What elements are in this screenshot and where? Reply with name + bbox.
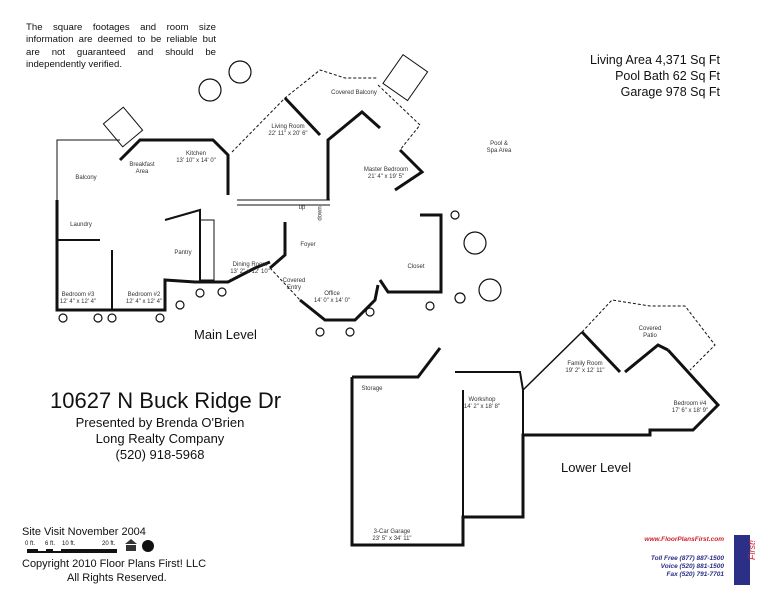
floor-plans-first-logo: First! bbox=[734, 535, 757, 585]
lower-level-title: Lower Level bbox=[561, 460, 632, 475]
family-room-wall bbox=[580, 330, 622, 374]
tree-icon bbox=[463, 231, 487, 255]
pool-bath-area: Pool Bath 62 Sq Ft bbox=[615, 69, 720, 83]
room-label: Breakfast Area bbox=[129, 162, 155, 175]
room-label: Covered Entry bbox=[282, 278, 306, 291]
room-label: Balcony bbox=[75, 175, 97, 181]
brand-voice: Voice (520) 881-1500 bbox=[660, 563, 724, 570]
scale-0: 0 ft. bbox=[25, 541, 36, 547]
patio-dashed bbox=[581, 299, 716, 371]
lower-north-walls bbox=[352, 347, 442, 379]
accessibility-icon bbox=[142, 540, 154, 552]
svg-text:First!: First! bbox=[747, 540, 757, 560]
bedroom4-walls bbox=[624, 343, 669, 374]
scale-bar bbox=[27, 549, 117, 553]
balcony-dashed bbox=[377, 84, 421, 151]
scale-6: 6 ft. bbox=[45, 541, 56, 547]
pantry-walls bbox=[164, 208, 201, 282]
living-room-dashed bbox=[231, 69, 378, 153]
living-area: Living Area 4,371 Sq Ft bbox=[590, 53, 720, 67]
office-walls bbox=[299, 284, 380, 322]
main-level-walls bbox=[55, 200, 271, 312]
scale-20: 20 ft. bbox=[102, 541, 116, 547]
main-stair bbox=[199, 219, 215, 281]
copyright: Copyright 2010 Floor Plans First! LLC bbox=[22, 558, 207, 570]
room-label: Closet bbox=[407, 264, 425, 270]
site-visit: Site Visit November 2004 bbox=[22, 526, 146, 538]
room-label: Pantry bbox=[174, 250, 192, 256]
room-label: Pool & Spa Area bbox=[486, 141, 512, 154]
area-summary: Living Area 4,371 Sq Ft Pool Bath 62 Sq … bbox=[590, 52, 720, 100]
room-label: Storage bbox=[361, 386, 383, 392]
equal-housing-icon bbox=[125, 539, 137, 551]
garage-area: Garage 978 Sq Ft bbox=[620, 85, 720, 99]
balcony-outline bbox=[56, 139, 120, 200]
company-name: Long Realty Company bbox=[95, 431, 225, 446]
trees bbox=[58, 60, 502, 337]
tree-icon bbox=[228, 60, 252, 84]
west-stair bbox=[102, 106, 144, 148]
stair-up-mark: up bbox=[298, 205, 306, 211]
room-label: Covered Patio bbox=[638, 326, 662, 339]
workshop-walls bbox=[455, 371, 524, 435]
foyer-wall bbox=[269, 222, 287, 270]
disclaimer: The square footages and room size inform… bbox=[26, 22, 216, 70]
room-label: Covered Balcony bbox=[331, 90, 377, 96]
kitchen-walls bbox=[118, 138, 230, 195]
brand-fax: Fax (520) 791-7701 bbox=[666, 571, 724, 578]
presented-by: Presented by Brenda O'Brien bbox=[75, 415, 245, 430]
tree-icon bbox=[198, 78, 222, 102]
brand-toll-free: Toll Free (877) 887-1500 bbox=[650, 555, 724, 562]
scale-10: 10 ft. bbox=[62, 541, 76, 547]
balcony-stair bbox=[382, 53, 429, 102]
master-bedroom-east bbox=[394, 148, 425, 192]
tree-icon bbox=[478, 278, 502, 302]
main-level-title: Main Level bbox=[194, 327, 257, 342]
room-label: Foyer bbox=[300, 242, 316, 248]
phone-number: (520) 918-5968 bbox=[115, 447, 205, 462]
brand-url[interactable]: www.FloorPlansFirst.com bbox=[644, 536, 724, 543]
rights: All Rights Reserved. bbox=[67, 572, 167, 584]
stair-down-mark: down bbox=[317, 206, 324, 221]
room-label: Laundry bbox=[70, 222, 92, 228]
family-room-glass bbox=[522, 331, 583, 391]
living-room-walls bbox=[283, 96, 322, 137]
property-address: 10627 N Buck Ridge Dr bbox=[50, 388, 282, 413]
master-bedroom-walls bbox=[326, 110, 381, 200]
entry-dashed bbox=[269, 267, 301, 301]
closet-walls bbox=[378, 213, 443, 294]
